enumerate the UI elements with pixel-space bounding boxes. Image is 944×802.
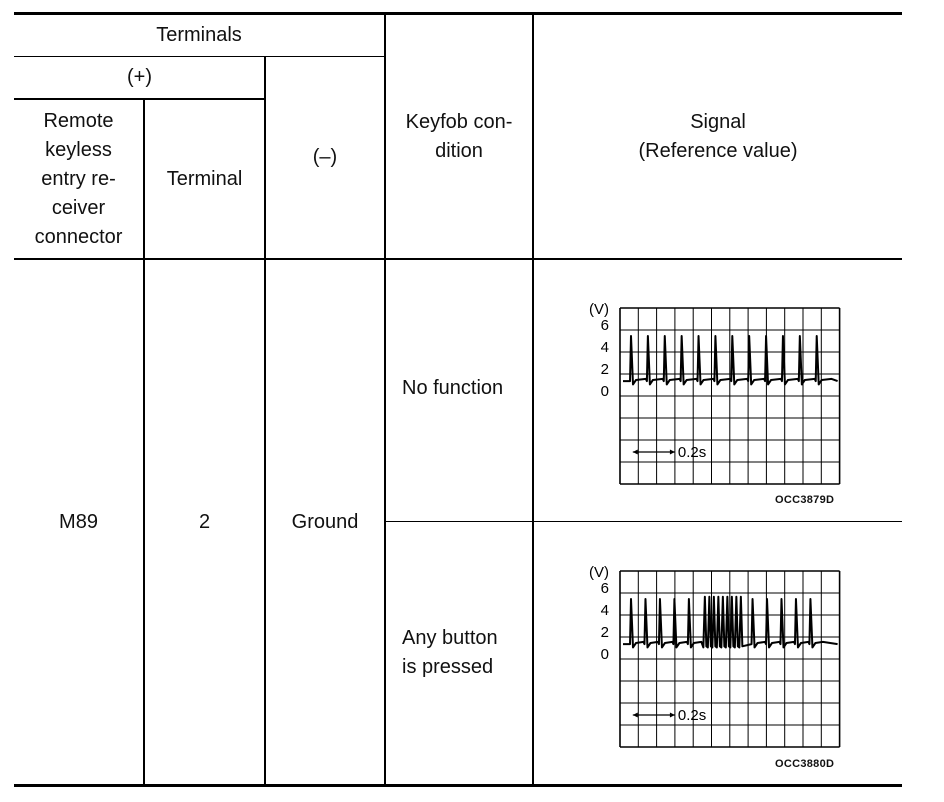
condition-button-pressed: Any button is pressed xyxy=(402,627,498,678)
scope-tick-label: 4 xyxy=(601,602,609,619)
vrule-terminal xyxy=(264,56,266,785)
top-border xyxy=(14,12,902,15)
rule-plus-under xyxy=(14,98,265,100)
condition-no-function: No function xyxy=(402,376,504,399)
header-terminal: Terminal xyxy=(166,167,243,190)
scope-trace xyxy=(623,595,838,649)
scope-graph: (V)6 4 2 0 0.2s xyxy=(589,564,841,748)
header-keyfob-condition: Keyfob con- dition xyxy=(405,110,513,162)
header-connector: Remote keyless entry re- ceiver connecto… xyxy=(34,109,123,248)
time-scale-indicator xyxy=(632,712,675,718)
scope-tick-label: 2 xyxy=(601,624,609,641)
vrule-keyfob xyxy=(532,14,534,785)
bottom-border xyxy=(14,784,902,787)
scope-code: OCC3880D xyxy=(775,758,835,770)
signal-scope-button-pressed: (V)6 4 2 0 0.2s OCC3880D xyxy=(585,563,855,778)
scope-tick-label: 6 xyxy=(601,317,609,334)
scope-tick-label: 2 xyxy=(601,361,609,378)
vrule-minus xyxy=(384,14,386,785)
scope-code: OCC3879D xyxy=(775,494,835,506)
scope-grid xyxy=(619,307,841,485)
header-bottom-rule xyxy=(14,258,902,260)
rule-terminals-under xyxy=(14,56,384,57)
time-scale-label: 0.2s xyxy=(678,444,706,461)
signal-scope-no-function: (V)6 4 2 0 0.2s OCC3879D xyxy=(585,300,855,515)
time-scale-indicator xyxy=(632,449,675,455)
scope-trace xyxy=(623,335,838,386)
header-signal: Signal (Reference value) xyxy=(638,110,798,162)
scope-tick-label: 0 xyxy=(601,383,609,400)
scope-tick-label: 6 xyxy=(601,580,609,597)
scope-graph: (V)6 4 2 0 0.2s xyxy=(589,301,841,485)
header-plus: (+) xyxy=(127,66,152,88)
header-terminals: Terminals xyxy=(156,24,242,46)
cell-connector: M89 xyxy=(59,510,98,533)
cell-terminal: 2 xyxy=(198,510,211,533)
vrule-connector xyxy=(143,99,145,785)
cell-ground: Ground xyxy=(291,510,359,533)
scope-unit-label: (V) xyxy=(589,564,609,581)
scope-unit-label: (V) xyxy=(589,301,609,318)
header-minus: (–) xyxy=(312,146,338,168)
scope-tick-label: 4 xyxy=(601,339,609,356)
scope-grid xyxy=(619,570,841,748)
scope-tick-label: 0 xyxy=(601,646,609,663)
row-divider xyxy=(384,521,902,522)
time-scale-label: 0.2s xyxy=(678,707,706,724)
